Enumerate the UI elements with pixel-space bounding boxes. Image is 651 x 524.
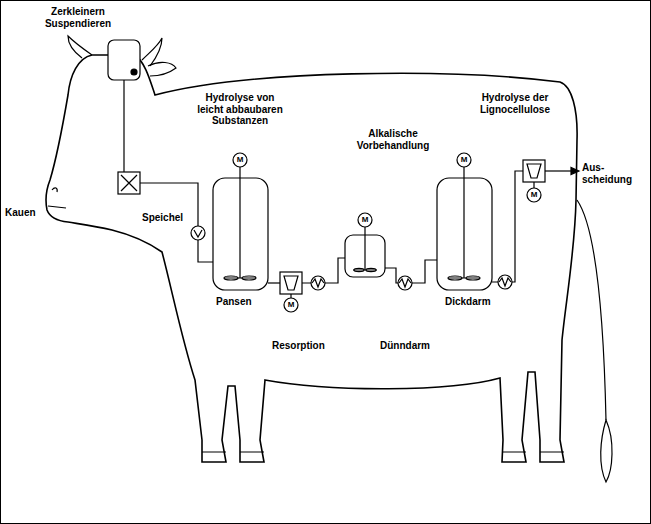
pipe (140, 183, 213, 262)
step-label: Hydrolyse von leicht abbaubaren Substanz… (194, 92, 286, 127)
motor-shaft (290, 294, 291, 298)
step-label: Hydrolyse der Lignocellulose (475, 92, 555, 115)
cow-mouth (48, 206, 66, 208)
grinder (108, 40, 140, 80)
motor-symbol (284, 298, 298, 312)
chewing-box (118, 172, 140, 194)
stirrer-blade (448, 276, 462, 280)
pipe (123, 80, 124, 172)
motor-symbol (527, 188, 541, 202)
heat-exchanger-coil (499, 278, 511, 286)
pump-arrow (194, 230, 202, 237)
stirrer-shaft (448, 167, 480, 278)
stirrer-blade (354, 268, 364, 271)
cow-eye (131, 69, 137, 75)
motor-letter: M (284, 298, 298, 312)
pipe (492, 171, 523, 282)
chewing-cross (121, 175, 137, 191)
step-label: Alkalische Vorbehandlung (353, 128, 433, 151)
pipe (268, 282, 280, 283)
pump-symbol (191, 226, 205, 240)
motor-letter: M (527, 188, 541, 202)
cow-nostril (52, 188, 57, 192)
centrifuge-bowl (527, 164, 541, 178)
cow-tail (577, 200, 606, 420)
motor-symbol (233, 153, 247, 167)
stirrer-blade (224, 276, 238, 280)
output-pipe (545, 170, 572, 171)
motor-letter: M (233, 153, 247, 167)
cow-outline (46, 55, 577, 462)
tail-tuft (601, 420, 612, 482)
heat-exchanger-coil (399, 279, 411, 287)
organ-label: Dickdarm (445, 296, 491, 308)
stirrer-blade (366, 268, 376, 271)
stirrer-blade (242, 276, 256, 280)
motor-symbol (358, 213, 372, 227)
heat-exchanger (498, 275, 512, 289)
heat-exchanger-coil (312, 279, 324, 287)
heat-exchanger (398, 276, 412, 290)
hoof-lines (202, 451, 564, 452)
stirrer-shaft (353, 227, 377, 270)
stirrer-blade (466, 276, 480, 280)
organ-label: Kauen (5, 207, 36, 219)
cow-ear (148, 62, 176, 76)
centrifuge (280, 272, 302, 294)
organ-label: Dünndarm (380, 340, 430, 352)
stirrer-shaft (224, 167, 256, 278)
motor-symbol (457, 153, 471, 167)
step-label: Zerkleinern Suspendieren (40, 6, 116, 29)
organ-label: Resorption (272, 340, 325, 352)
motor-letter: M (358, 213, 372, 227)
cow-horn (68, 36, 92, 58)
organ-label: Pansen (216, 296, 252, 308)
centrifuge (523, 160, 545, 182)
heat-exchanger (311, 276, 325, 290)
output-label: Aus- scheidung (582, 162, 640, 185)
output-arrowhead (571, 168, 579, 175)
motor-shaft (533, 182, 534, 188)
motor-letter: M (457, 153, 471, 167)
organ-label: Speichel (142, 212, 183, 224)
centrifuge-bowl (284, 276, 298, 290)
cow-horn (142, 38, 162, 66)
